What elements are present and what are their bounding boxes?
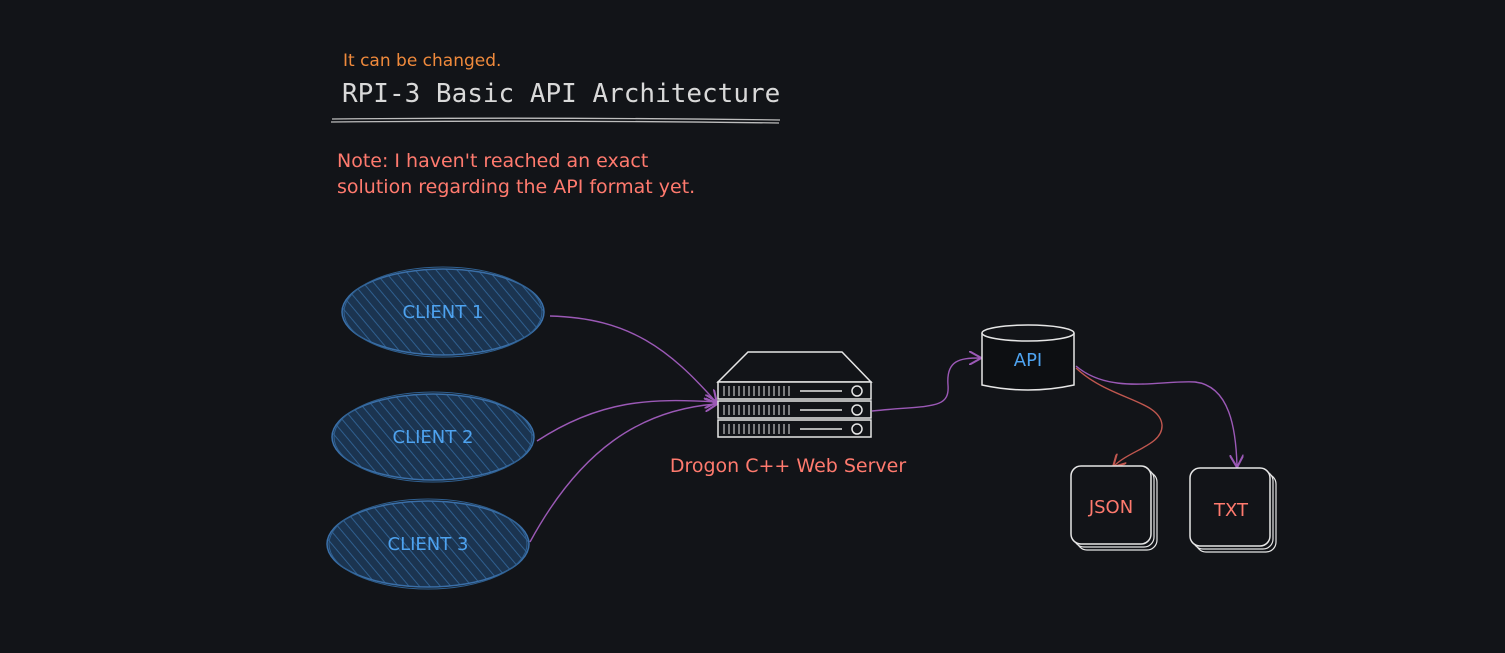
txt-file-node: TXT	[1189, 467, 1277, 553]
json-file-node: JSON	[1070, 465, 1158, 551]
txt-label: TXT	[1213, 500, 1249, 521]
note-line-1: Note: I haven't reached an exact	[337, 150, 648, 172]
client-node-3: CLIENT 3	[326, 498, 530, 590]
api-label: API	[1014, 350, 1042, 371]
arrow-client2-server	[536, 401, 716, 442]
diagram-title: RPI-3 Basic API Architecture	[342, 79, 780, 109]
client-node-2: CLIENT 2	[331, 391, 535, 483]
api-database: API	[981, 324, 1075, 391]
arrow-client3-server	[529, 404, 716, 543]
client-2-label: CLIENT 2	[393, 427, 474, 448]
server-icon	[716, 351, 873, 438]
arrow-server-api	[871, 358, 980, 412]
client-3-label: CLIENT 3	[388, 534, 469, 555]
note-line-2: solution regarding the API format yet.	[337, 176, 695, 198]
title-underline	[330, 117, 781, 124]
arrow-api-txt	[1075, 365, 1237, 466]
client-node-1: CLIENT 1	[341, 266, 545, 358]
json-label: JSON	[1088, 497, 1133, 518]
arrow-api-json	[1075, 367, 1163, 466]
arrow-client1-server	[549, 315, 716, 402]
subtitle-note: It can be changed.	[343, 51, 501, 71]
client-1-label: CLIENT 1	[403, 302, 484, 323]
server-label: Drogon C++ Web Server	[670, 455, 907, 477]
